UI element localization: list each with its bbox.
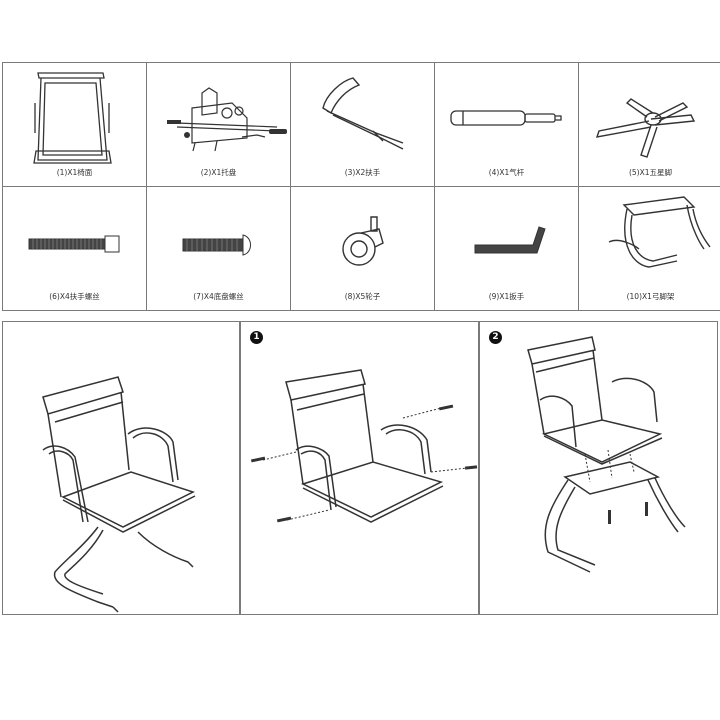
attach-frame-icon [480, 322, 719, 616]
part-caption: (6)X4扶手螺丝 [49, 292, 100, 301]
part-cell-hex-wrench: (9)X1扳手 [434, 186, 579, 311]
step-number-badge: 2 [489, 331, 502, 344]
bow-frame-icon [579, 187, 720, 291]
step-panel-2: 2 [479, 321, 718, 615]
part-caption: (7)X4底盘螺丝 [193, 292, 244, 301]
armrest-screw-icon [3, 187, 146, 291]
caster-wheel-icon [291, 187, 434, 291]
part-caption: (4)X1气杆 [488, 168, 525, 177]
part-cell-five-star-base: (5)X1五星脚 [578, 62, 720, 187]
part-caption: (2)X1托盘 [200, 168, 237, 177]
part-cell-gas-lift: (4)X1气杆 [434, 62, 579, 187]
step-number-badge: 1 [250, 331, 263, 344]
part-cell-chassis-screw: (7)X4底盘螺丝 [146, 186, 291, 311]
attach-armrests-icon [250, 322, 478, 616]
gas-lift-icon [435, 63, 578, 167]
part-cell-bow-frame: (10)X1弓脚架 [578, 186, 720, 311]
part-caption: (10)X1弓脚架 [626, 292, 675, 301]
part-cell-seat: (1)X1椅面 [2, 62, 147, 187]
five-star-base-icon [579, 63, 720, 167]
hex-wrench-icon [435, 187, 578, 291]
parts-grid: (1)X1椅面 (2)X1托盘 [2, 62, 720, 311]
step-panel-1: 1 [240, 321, 479, 615]
seat-back-icon [3, 63, 146, 167]
tilt-mechanism-icon [167, 63, 287, 167]
part-caption: (1)X1椅面 [56, 168, 93, 177]
armrest-icon [291, 63, 434, 167]
part-cell-armrest-screw: (6)X4扶手螺丝 [2, 186, 147, 311]
step-panel-assembled [2, 321, 240, 615]
part-cell-caster-wheel: (8)X5轮子 [290, 186, 435, 311]
part-caption: (5)X1五星脚 [628, 168, 673, 177]
part-cell-tilt-mechanism: (2)X1托盘 [146, 62, 291, 187]
part-caption: (8)X5轮子 [344, 292, 381, 301]
assembled-chair-icon [3, 322, 241, 616]
chassis-screw-icon [147, 187, 290, 291]
part-caption: (9)X1扳手 [488, 292, 525, 301]
part-cell-armrest: (3)X2扶手 [290, 62, 435, 187]
part-caption: (3)X2扶手 [344, 168, 381, 177]
